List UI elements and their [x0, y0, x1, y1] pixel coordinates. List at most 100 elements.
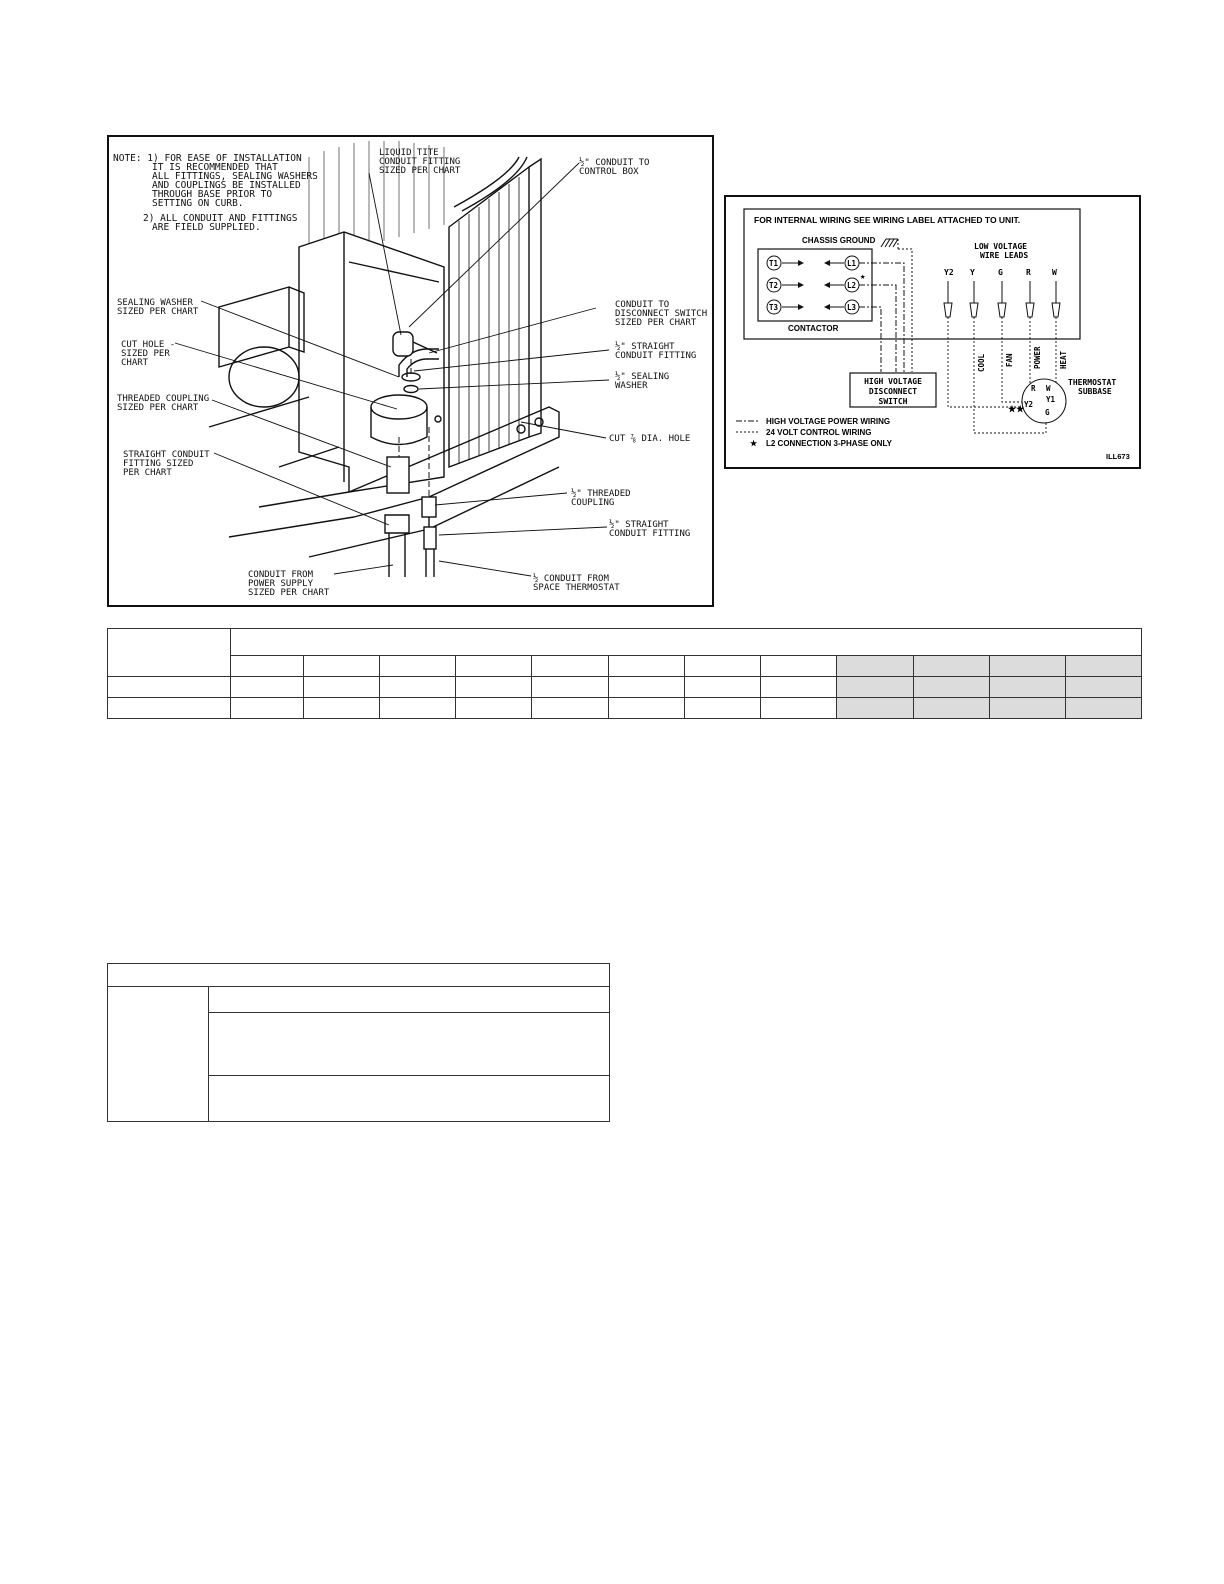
svg-text:SIZED PER: SIZED PER — [121, 349, 170, 359]
svg-text:DISCONNECT: DISCONNECT — [869, 387, 917, 396]
svg-text:½" THREADED: ½" THREADED — [571, 488, 631, 499]
note-line: AND COUPLINGS BE INSTALLED — [152, 180, 301, 191]
svg-text:½" STRAIGHT: ½" STRAIGHT — [609, 519, 669, 530]
svg-text:CUT HOLE -: CUT HOLE - — [121, 340, 175, 350]
note-line: ALL FITTINGS, SEALING WASHERS — [152, 171, 318, 182]
double-asterisk: ★★ — [1008, 404, 1025, 414]
svg-text:SEALING WASHER: SEALING WASHER — [117, 298, 193, 308]
svg-text:HIGH VOLTAGE: HIGH VOLTAGE — [864, 377, 922, 386]
conduit-installation-drawing: NOTE: 1) FOR EASE OF INSTALLATION IT IS … — [113, 141, 707, 598]
chassis-ground-label: CHASSIS GROUND — [802, 236, 876, 245]
table-row — [107, 697, 1143, 719]
label-cut-dia-hole: CUT ⅞ DIA. HOLE — [609, 434, 690, 444]
svg-text:Y2: Y2 — [944, 268, 954, 277]
terminal-l2: L2 ★ — [824, 272, 866, 293]
label-conduit-to-disconnect: CONDUIT TO DISCONNECT SWITCH SIZED PER C… — [615, 300, 707, 328]
lower-table — [107, 963, 610, 1122]
svg-text:CONDUIT TO: CONDUIT TO — [615, 300, 669, 310]
thermostat-label: THERMOSTAT SUBBASE — [1068, 378, 1116, 396]
table-corner-cell — [107, 628, 231, 677]
svg-text:½ CONDUIT FROM: ½ CONDUIT FROM — [533, 573, 609, 584]
label-threaded-coupling: THREADED COUPLING SIZED PER CHART — [117, 394, 209, 413]
svg-text:G: G — [998, 268, 1003, 277]
svg-text:L1: L1 — [847, 259, 857, 268]
illustration-code: ILL673 — [1106, 452, 1130, 461]
svg-text:CONDUIT FITTING: CONDUIT FITTING — [609, 529, 690, 539]
terminal-t3: T3 — [766, 299, 804, 315]
svg-text:COUPLING: COUPLING — [571, 498, 614, 508]
lead-letter-labels: Y2 Y G R W — [944, 268, 1057, 277]
svg-text:STRAIGHT CONDUIT: STRAIGHT CONDUIT — [123, 450, 210, 460]
svg-text:L3: L3 — [847, 303, 857, 312]
svg-text:WIRE LEADS: WIRE LEADS — [980, 251, 1028, 260]
low-voltage-label: LOW VOLTAGE WIRE LEADS — [974, 242, 1028, 260]
svg-text:POWER SUPPLY: POWER SUPPLY — [248, 579, 314, 589]
svg-text:WASHER: WASHER — [615, 381, 648, 391]
svg-text:DISCONNECT SWITCH: DISCONNECT SWITCH — [615, 309, 707, 319]
l2-asterisk: ★ — [860, 272, 866, 282]
note-line: SETTING ON CURB. — [152, 198, 244, 209]
svg-text:COOL: COOL — [977, 353, 986, 372]
svg-text:G: G — [1045, 408, 1050, 417]
thermostat-terminals: R W Y1 Y2 G — [1024, 384, 1056, 417]
leader-lines — [174, 162, 610, 577]
high-voltage-wiring — [859, 248, 913, 372]
svg-text:CONDUIT FROM: CONDUIT FROM — [248, 570, 314, 580]
label-cut-hole: CUT HOLE - SIZED PER CHART — [121, 340, 175, 368]
svg-text:LIQUID TITE: LIQUID TITE — [379, 148, 439, 158]
disconnect-switch-box — [849, 372, 937, 408]
lower-table-header — [107, 963, 610, 987]
label-conduit-from-power-supply: CONDUIT FROM POWER SUPPLY SIZED PER CHAR… — [248, 570, 330, 598]
label-liquid-tite-fitting: LIQUID TITE CONDUIT FITTING SIZED PER CH… — [379, 148, 461, 176]
svg-text:SWITCH: SWITCH — [879, 397, 908, 406]
svg-text:24 VOLT CONTROL WIRING: 24 VOLT CONTROL WIRING — [766, 428, 871, 437]
svg-text:THERMOSTAT: THERMOSTAT — [1068, 378, 1116, 387]
svg-text:SIZED PER CHART: SIZED PER CHART — [615, 318, 697, 328]
contactor-terminals: T1 T2 T3 L1 L2 ★ — [766, 255, 866, 315]
contactor-label: CONTACTOR — [788, 324, 839, 333]
svg-text:½" SEALING: ½" SEALING — [615, 371, 669, 382]
label-straight-conduit-fitting: STRAIGHT CONDUIT FITTING SIZED PER CHART — [123, 450, 210, 478]
label-half-straight-fitting-bottom: ½" STRAIGHT CONDUIT FITTING — [609, 519, 690, 539]
label-half-straight-fitting-top: ½" STRAIGHT CONDUIT FITTING — [615, 341, 696, 361]
svg-text:SIZED PER CHART: SIZED PER CHART — [117, 307, 199, 317]
lower-table-label-cell — [107, 986, 209, 1122]
table-row — [107, 676, 1143, 698]
svg-text:THREADED COUPLING: THREADED COUPLING — [117, 394, 209, 404]
note-line: THROUGH BASE PRIOR TO — [152, 189, 272, 200]
note-line: 2) ALL CONDUIT AND FITTINGS — [143, 213, 298, 224]
svg-text:HEAT: HEAT — [1059, 350, 1068, 369]
svg-text:SUBBASE: SUBBASE — [1078, 387, 1112, 396]
svg-text:SIZED PER CHART: SIZED PER CHART — [117, 403, 199, 413]
wiring-diagram: FOR INTERNAL WIRING SEE WIRING LABEL ATT… — [736, 208, 1130, 461]
control-wiring — [947, 317, 1057, 434]
svg-text:T1: T1 — [769, 259, 779, 268]
lower-table-cell — [208, 1075, 610, 1122]
note-line: NOTE: 1) FOR EASE OF INSTALLATION — [113, 153, 302, 164]
label-sealing-washer: SEALING WASHER SIZED PER CHART — [117, 298, 199, 317]
wire-nuts — [943, 281, 1061, 318]
svg-text:W: W — [1052, 268, 1057, 277]
conduit-installation-figure: NOTE: 1) FOR EASE OF INSTALLATION IT IS … — [107, 135, 714, 607]
svg-text:L2: L2 — [847, 281, 856, 290]
svg-text:FITTING SIZED: FITTING SIZED — [123, 459, 193, 469]
terminal-l1: L1 — [824, 255, 860, 271]
svg-text:PER CHART: PER CHART — [123, 468, 172, 478]
terminal-t2: T2 — [766, 277, 804, 293]
svg-text:T2: T2 — [769, 281, 778, 290]
disconnect-switch-label: HIGH VOLTAGE DISCONNECT SWITCH — [864, 377, 922, 406]
table-header-cell — [229, 628, 1143, 656]
label-half-sealing-washer: ½" SEALING WASHER — [615, 371, 669, 391]
svg-text:Y2: Y2 — [1024, 400, 1033, 409]
svg-text:SIZED PER CHART: SIZED PER CHART — [379, 166, 461, 176]
svg-text:SPACE THERMOSTAT: SPACE THERMOSTAT — [533, 583, 620, 593]
svg-text:W: W — [1046, 384, 1051, 393]
svg-text:FAN: FAN — [1005, 353, 1014, 367]
svg-text:HIGH VOLTAGE POWER WIRING: HIGH VOLTAGE POWER WIRING — [766, 417, 890, 426]
svg-text:½" CONDUIT TO: ½" CONDUIT TO — [579, 157, 649, 168]
conduit-size-chart — [107, 628, 1143, 719]
wiring-header: FOR INTERNAL WIRING SEE WIRING LABEL ATT… — [754, 215, 1020, 225]
unit-cabinet-illustration — [208, 141, 560, 577]
svg-text:★: ★ — [750, 439, 758, 448]
lower-table-cell — [208, 1012, 610, 1076]
